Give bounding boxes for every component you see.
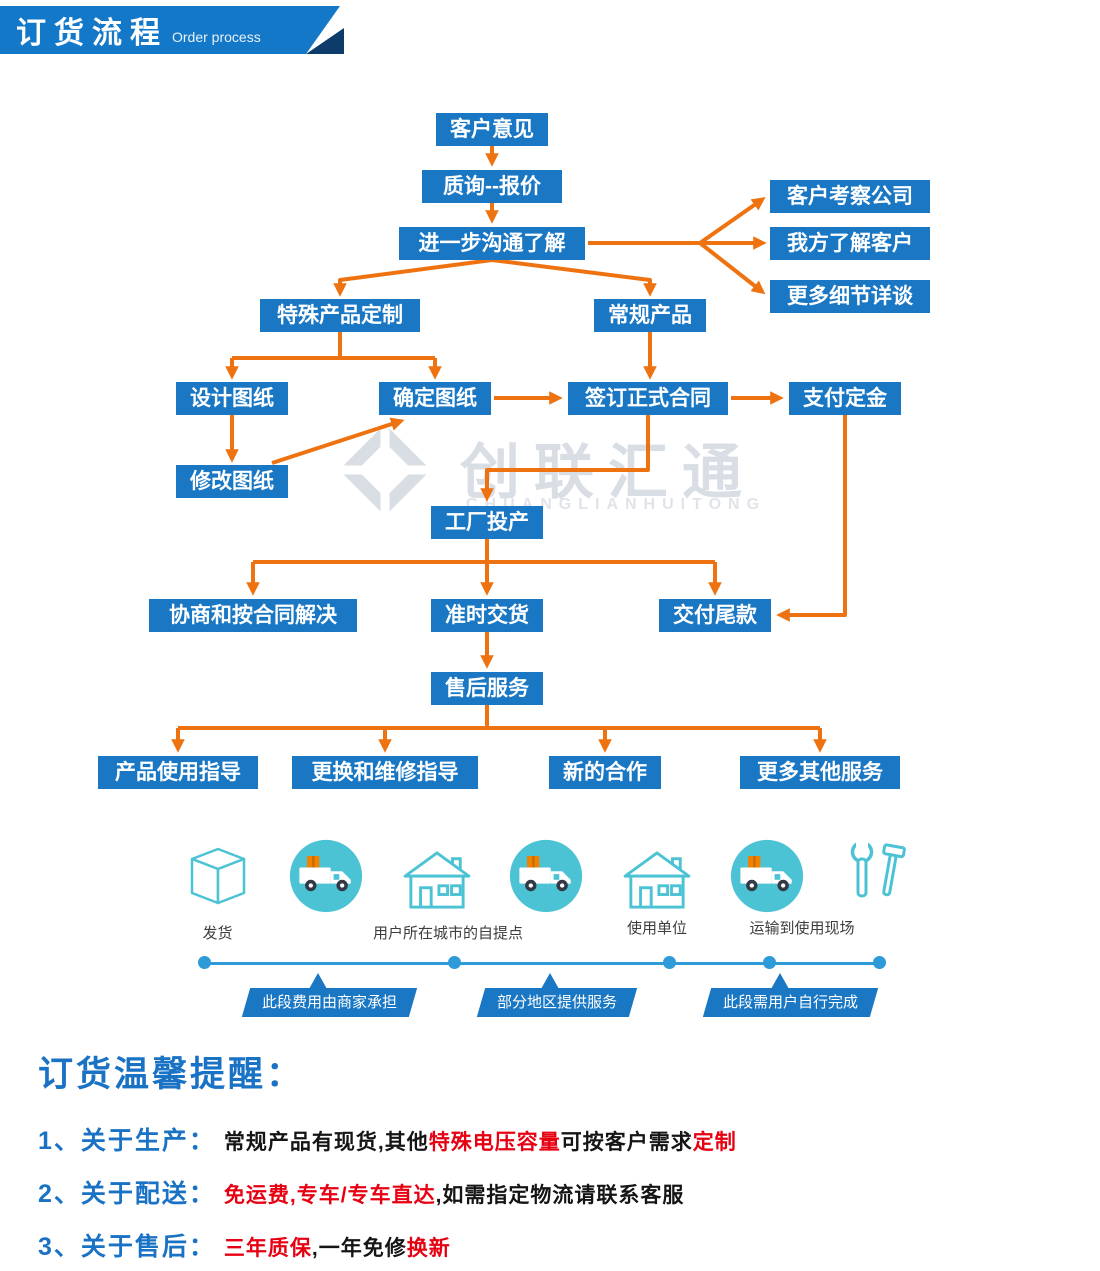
timeline-line <box>205 962 881 965</box>
tag-label: 部分地区提供服务 <box>497 994 618 1011</box>
reminder-label: 2、关于配送： <box>38 1180 216 1208</box>
flow-arrow <box>698 241 766 295</box>
tag-label: 此段需用户自行完成 <box>723 994 859 1011</box>
flow-arrow <box>333 258 493 297</box>
flow-arrow <box>698 197 766 245</box>
reminder-item-after-sales: 3、关于售后： 三年质保,一年免修换新 <box>38 1227 1058 1263</box>
reminder-label: 1、关于生产： <box>38 1127 216 1155</box>
delivery-truck-icon <box>508 838 584 914</box>
flow-arrow <box>491 258 657 297</box>
reminder-segment-highlight: 定制 <box>692 1131 737 1154</box>
timeline-dot <box>448 956 461 969</box>
node-product-usage-guidance: 产品使用指导 <box>98 756 258 789</box>
pickup-truck-icon <box>288 838 364 914</box>
node-factory-production: 工厂投产 <box>431 506 543 539</box>
node-design-drawing: 设计图纸 <box>176 382 288 415</box>
station-label-pickup: 用户所在城市的自提点 <box>372 925 523 942</box>
tag-notch <box>541 973 559 989</box>
reminder-text: 常规产品有现货,其他特殊电压容量可按客户需求定制 <box>224 1126 737 1156</box>
reminder-segment-highlight: 特殊电压容量 <box>428 1131 561 1154</box>
station-label-shipping: 发货 <box>202 925 233 942</box>
package-icon <box>186 846 250 906</box>
reminder-text: 免运费,专车/专车直达,如需指定物流请联系客服 <box>224 1179 685 1209</box>
pickup-point-house-icon <box>402 850 472 910</box>
reminders-section: 订货温馨提醒： 1、关于生产： 常规产品有现货,其他特殊电压容量可按客户需求定制… <box>38 1046 1058 1271</box>
reminder-segment: 可按客户需求 <box>560 1131 693 1154</box>
node-after-sales-service: 售后服务 <box>431 672 543 705</box>
reminder-segment: 常规产品有现货,其他 <box>223 1131 429 1154</box>
timeline-dot <box>198 956 211 969</box>
reminder-item-delivery: 2、关于配送： 免运费,专车/专车直达,如需指定物流请联系客服 <box>38 1174 1058 1210</box>
node-regular-product: 常规产品 <box>594 299 706 332</box>
page-subtitle: Order process <box>172 29 261 45</box>
node-inquiry-quote: 质询--报价 <box>422 170 562 203</box>
reminder-segment: ,如需指定物流请联系客服 <box>435 1184 685 1207</box>
node-we-understand-customer: 我方了解客户 <box>770 227 930 260</box>
node-modify-drawing: 修改图纸 <box>176 465 288 498</box>
node-more-other-services: 更多其他服务 <box>740 756 900 789</box>
node-customer-visit-company: 客户考察公司 <box>770 180 930 213</box>
timeline-tag-merchant-pays: 此段费用由商家承担 <box>241 988 418 1017</box>
tag-label: 此段费用由商家承担 <box>262 994 398 1011</box>
reminders-title: 订货温馨提醒： <box>38 1055 305 1094</box>
page-header: 订货流程 Order process <box>0 6 340 54</box>
node-special-product-custom: 特殊产品定制 <box>260 299 420 332</box>
brand-logo-icon <box>335 420 435 520</box>
reminder-label: 3、关于售后： <box>38 1233 216 1261</box>
tag-notch <box>771 973 789 989</box>
reminder-text: 三年质保,一年免修换新 <box>224 1232 451 1262</box>
transport-truck-icon <box>729 838 805 914</box>
node-negotiate-per-contract: 协商和按合同解决 <box>149 599 357 632</box>
reminder-segment-highlight: 三年质保 <box>223 1237 312 1260</box>
node-on-time-delivery: 准时交货 <box>431 599 543 632</box>
node-pay-deposit: 支付定金 <box>789 382 901 415</box>
timeline-tag-partial-service: 部分地区提供服务 <box>476 988 638 1017</box>
tools-icon <box>845 838 909 908</box>
reminder-segment-highlight: 免运费,专车/专车直达 <box>223 1184 436 1207</box>
node-further-communication: 进一步沟通了解 <box>399 227 585 260</box>
node-pay-balance: 交付尾款 <box>659 599 771 632</box>
timeline-dot <box>873 956 886 969</box>
reminder-segment: ,一年免修 <box>311 1237 407 1260</box>
timeline-tag-user-completes: 此段需用户自行完成 <box>702 988 879 1017</box>
timeline-dot <box>763 956 776 969</box>
node-customer-feedback: 客户意见 <box>436 113 548 146</box>
flow-arrow <box>776 415 847 622</box>
station-label-usage-unit: 使用单位 <box>626 920 687 937</box>
page-title: 订货流程 <box>16 17 168 50</box>
node-sign-formal-contract: 签订正式合同 <box>568 382 728 415</box>
reminder-segment-highlight: 换新 <box>406 1237 451 1260</box>
station-label-transport: 运输到使用现场 <box>749 920 855 937</box>
node-replace-repair-guidance: 更换和维修指导 <box>292 756 478 789</box>
usage-unit-house-icon <box>622 850 692 910</box>
node-confirm-drawing: 确定图纸 <box>379 382 491 415</box>
timeline-dot <box>663 956 676 969</box>
reminder-item-production: 1、关于生产： 常规产品有现货,其他特殊电压容量可按客户需求定制 <box>38 1121 1058 1157</box>
node-more-details-discussion: 更多细节详谈 <box>770 280 930 313</box>
node-new-cooperation: 新的合作 <box>549 756 661 789</box>
tag-notch <box>309 973 327 989</box>
